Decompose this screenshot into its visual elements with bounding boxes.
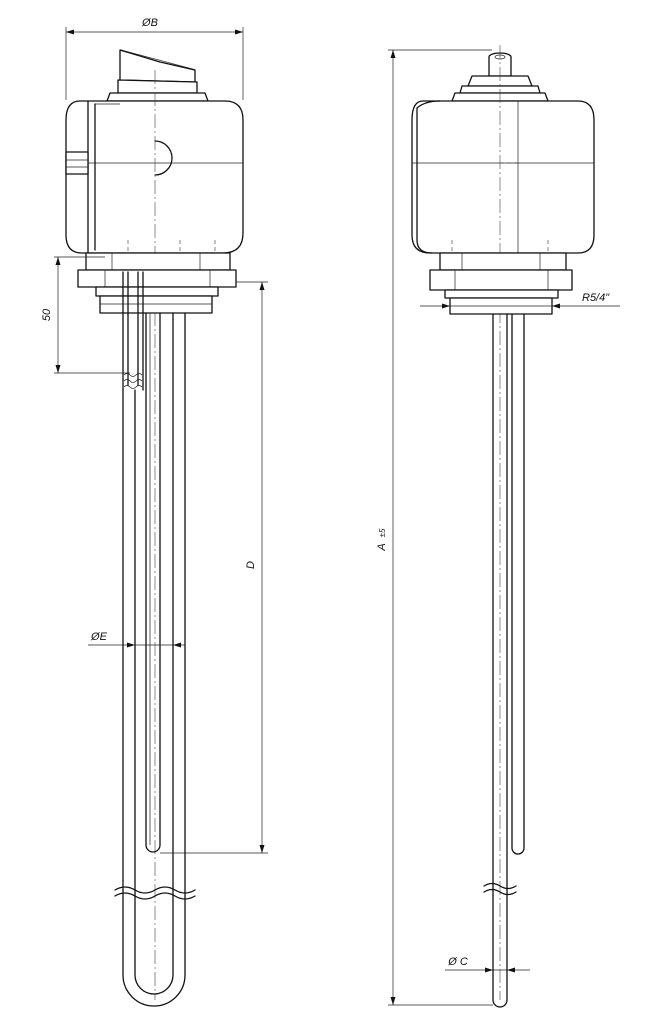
diameter-b-label: ØB bbox=[141, 17, 158, 29]
dim-50: 50 bbox=[41, 256, 130, 374]
dim-diameter-e: ØE bbox=[88, 631, 185, 648]
dim-thread: R5/4" bbox=[420, 292, 620, 309]
front-view: ØB 50 D ØE bbox=[41, 17, 268, 1007]
dim-diameter-b: ØB bbox=[65, 17, 244, 100]
heating-element bbox=[114, 312, 196, 1007]
diameter-c-label: Ø C bbox=[447, 956, 468, 968]
sensor-pocket bbox=[122, 271, 144, 391]
hex-nut bbox=[77, 252, 237, 314]
side-hex-nut bbox=[429, 252, 573, 315]
diameter-e-label: ØE bbox=[90, 631, 108, 643]
dim-d: D bbox=[160, 281, 268, 854]
dim-50-label: 50 bbox=[41, 308, 53, 321]
side-tubes bbox=[483, 313, 525, 1008]
thermostat-knob bbox=[106, 49, 209, 102]
side-view: A ±5 R5/4" Ø C bbox=[376, 45, 620, 1008]
dim-a: A ±5 bbox=[376, 49, 493, 1006]
dim-diameter-c: Ø C bbox=[445, 956, 530, 973]
dim-a-tolerance: ±5 bbox=[378, 528, 387, 537]
dim-d-label: D bbox=[245, 561, 257, 569]
thread-label: R5/4" bbox=[582, 292, 610, 304]
dim-a-label: A bbox=[376, 543, 388, 551]
terminal-housing bbox=[65, 100, 244, 254]
side-housing bbox=[411, 100, 595, 254]
